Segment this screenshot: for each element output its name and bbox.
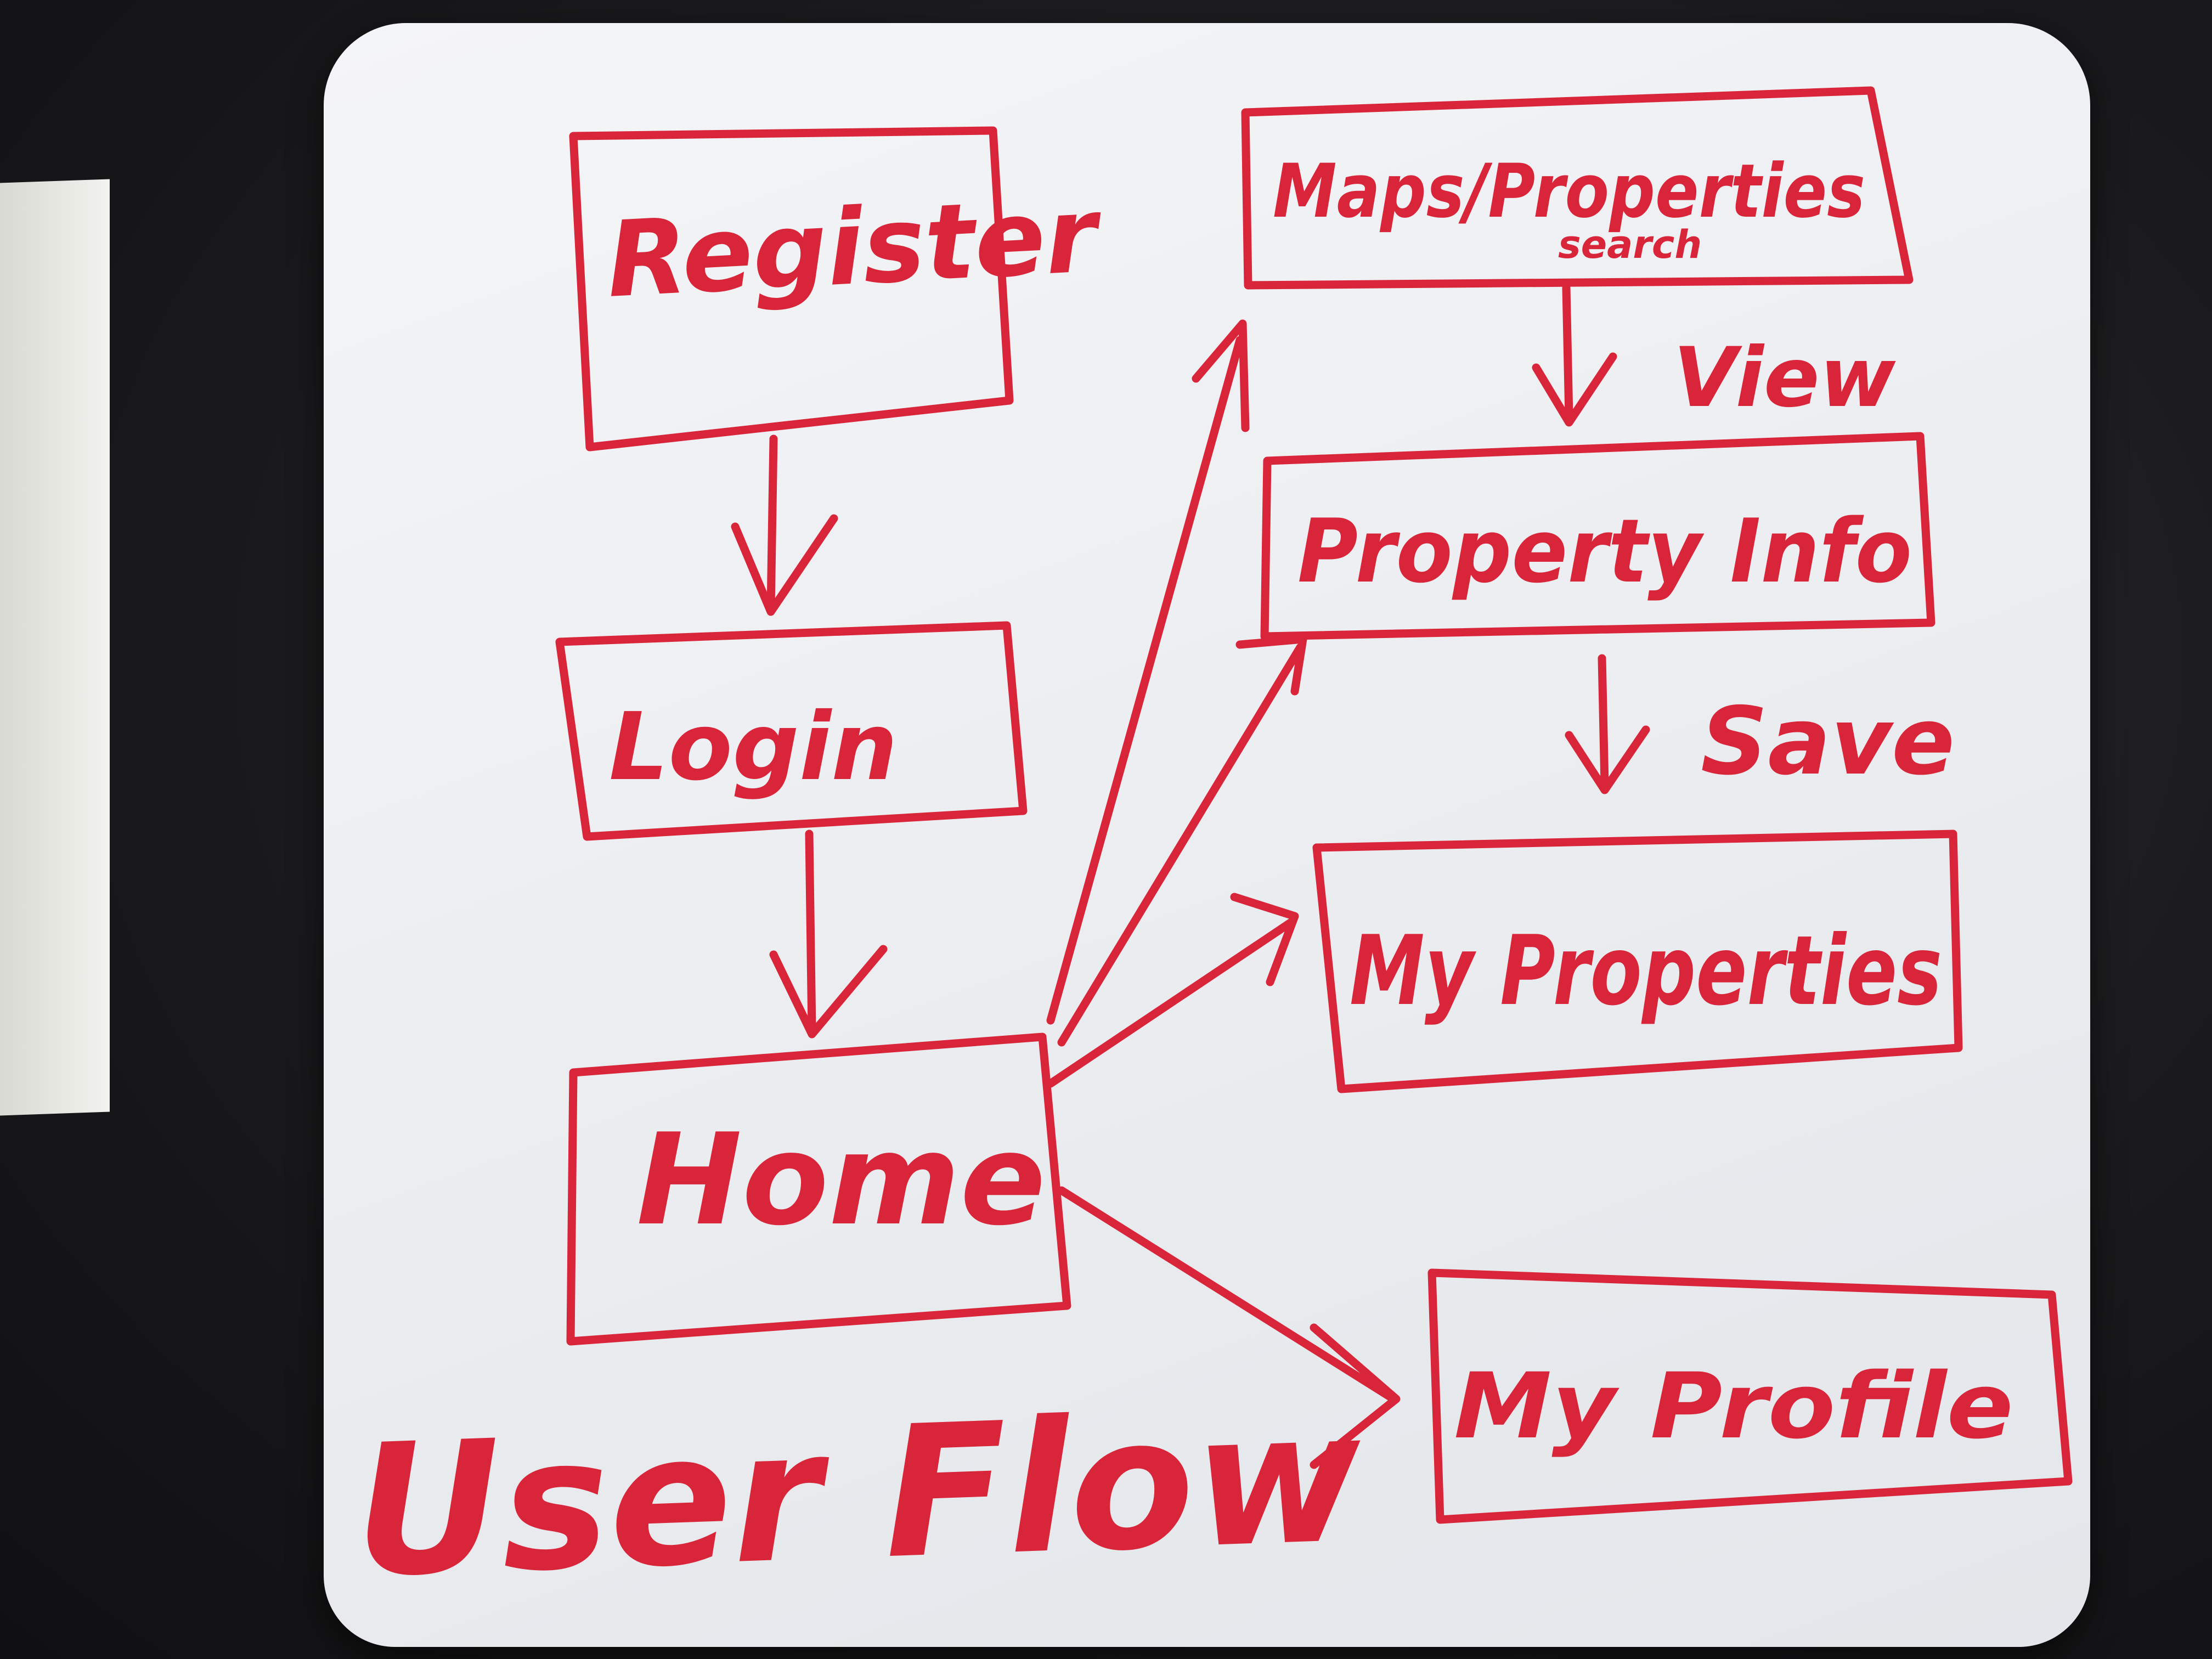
node-label-maps: Maps/Properties [1273, 148, 1865, 234]
diagram-title: User Flow [351, 1372, 1367, 1617]
node-label-register: Register [604, 174, 1105, 321]
node-box-my-properties [1312, 830, 1963, 1093]
node-box-home [566, 1032, 1071, 1346]
edge-home-my-properties [1046, 893, 1299, 1088]
node-box-maps [1241, 86, 1914, 290]
edge-home-maps [1046, 319, 1250, 1025]
edge-label-save: Save [1701, 687, 1955, 796]
node-label-login: Login [609, 693, 898, 802]
edge-home-my-profile [1057, 1186, 1401, 1469]
node-label-property-info: Property Info [1297, 500, 1912, 602]
node-box-my-profile [1427, 1268, 2073, 1524]
edge-login-home [769, 830, 888, 1039]
edge-maps-property-info [1532, 284, 1617, 427]
edge-home-property-info [1057, 635, 1307, 1047]
node-label-home: Home [636, 1107, 1046, 1254]
node-label-my-properties: My Properties [1350, 916, 1942, 1027]
node-box-register [569, 126, 1014, 452]
node-box-login [555, 621, 1028, 841]
edge-property-info-my-properties [1565, 654, 1650, 794]
edge-register-login [731, 435, 838, 616]
node-label-my-profile: My Profile [1454, 1353, 2013, 1459]
node-sublabel-maps: search [1558, 222, 1702, 267]
edge-label-view: View [1673, 330, 1897, 426]
node-box-property-info [1260, 432, 1936, 641]
